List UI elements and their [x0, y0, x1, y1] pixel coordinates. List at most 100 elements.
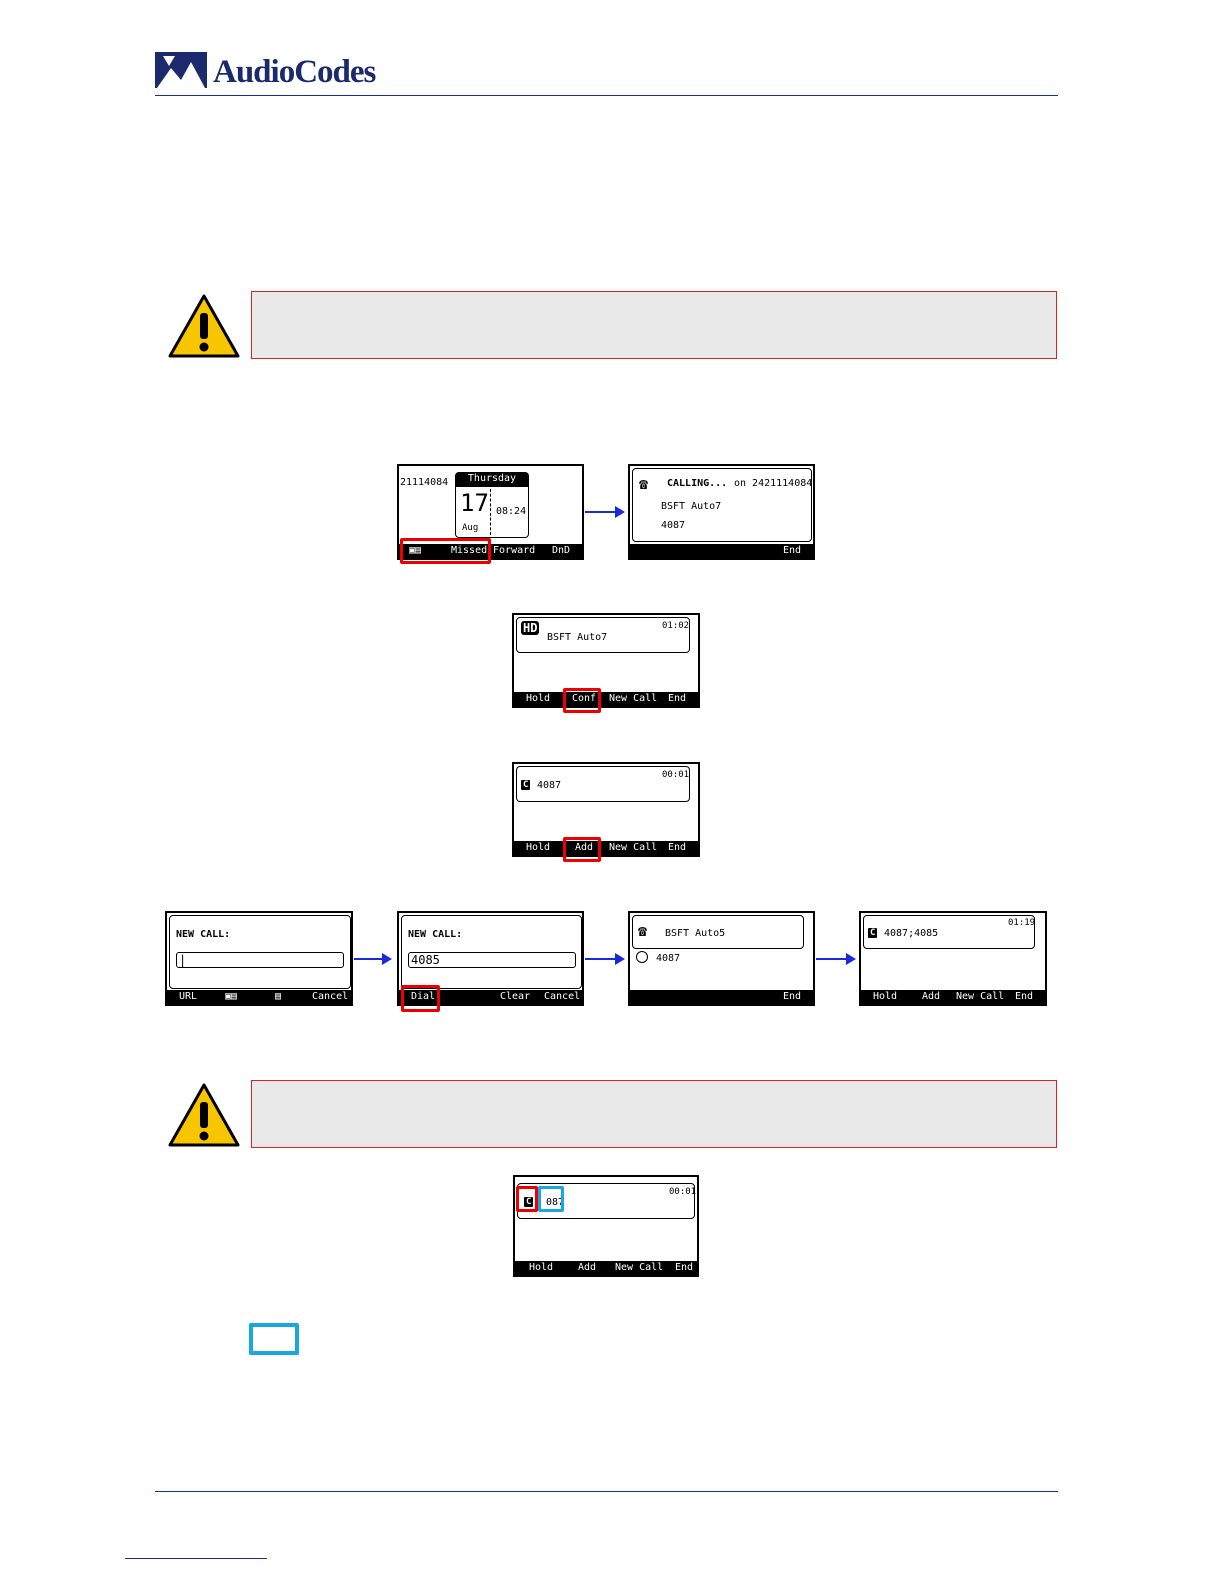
- softkey-cancel[interactable]: Cancel: [312, 991, 349, 1002]
- softkey-new-call[interactable]: New Call: [609, 842, 658, 853]
- conference-ext: 087: [546, 1197, 565, 1208]
- text-cursor: |: [179, 953, 187, 967]
- phone-screen-new-call-dialed: NEW CALL: 4085 Dial Clear Cancel: [397, 911, 584, 1006]
- header-rule: [155, 95, 1058, 96]
- call-timer: 01:19: [1008, 918, 1036, 928]
- phone-screen-idle: 21114084 Thursday 17 Aug 08:24 ▣▤ Missed…: [397, 464, 584, 560]
- number-input[interactable]: |: [176, 952, 344, 968]
- softkey-clear[interactable]: Clear: [500, 991, 531, 1002]
- phone-screen-active-call: HD BSFT Auto7 01:02 Hold Conf New Call E…: [512, 613, 700, 708]
- call-panel: C 4087 00:01: [516, 766, 690, 802]
- phone-call-icon: ☎: [639, 475, 649, 493]
- calling-on-number: on 2421114084: [734, 478, 813, 489]
- conference-badge-icon: C: [868, 928, 878, 938]
- flow-arrow: [354, 953, 392, 965]
- softkey-end[interactable]: End: [783, 545, 802, 556]
- held-call-circle-icon: [636, 951, 648, 963]
- callee-name: BSFT Auto7: [661, 501, 722, 512]
- softkey-new-call[interactable]: New Call: [609, 693, 658, 704]
- held-ext: 4087: [656, 953, 681, 964]
- softkey-end[interactable]: End: [783, 991, 802, 1002]
- call-panel: ☎ CALLING... on 2421114084 BSFT Auto7 40…: [632, 468, 812, 542]
- softkey-end[interactable]: End: [675, 1262, 694, 1273]
- softkey-bar: Hold Add New Call End: [514, 841, 698, 855]
- softkey-forward[interactable]: Forward: [493, 545, 536, 556]
- highlight-add: [563, 837, 601, 862]
- callee-name: BSFT Auto7: [547, 632, 608, 643]
- warning-icon: [168, 294, 240, 358]
- softkey-bar: Hold Conf New Call End: [514, 692, 698, 706]
- call-panel: C 4087;4085 01:19: [863, 915, 1035, 949]
- softkey-end[interactable]: End: [668, 693, 687, 704]
- softkey-missed[interactable]: Missed: [451, 545, 488, 556]
- footer-short-rule: [125, 1558, 267, 1559]
- phone-number: 21114084: [400, 477, 449, 488]
- day-label: Thursday: [456, 473, 528, 487]
- conference-badge-icon: C: [521, 780, 531, 790]
- new-call-panel: NEW CALL: 4085: [401, 915, 582, 989]
- highlight-missed: [400, 538, 491, 564]
- call-panel: C 087 00:01: [517, 1183, 696, 1219]
- directory-icon[interactable]: ▣▤: [225, 991, 238, 1002]
- note-box: [251, 1080, 1057, 1148]
- new-call-title: NEW CALL:: [176, 929, 231, 940]
- audiocodes-logo-icon: [155, 52, 207, 88]
- date-widget: Thursday 17 Aug 08:24: [455, 472, 529, 538]
- phone-screen-conference: C 4087 00:01 Hold Add New Call End: [512, 762, 700, 857]
- softkey-new-call[interactable]: New Call: [956, 991, 1005, 1002]
- phone-screen-conference-detail: C 087 00:01 Hold Add New Call End: [513, 1175, 699, 1277]
- softkey-add[interactable]: Add: [575, 842, 594, 853]
- softkey-hold[interactable]: Hold: [526, 693, 551, 704]
- call-panel: ☎ BSFT Auto5: [632, 915, 804, 949]
- number-input[interactable]: 4085: [408, 952, 576, 968]
- conference-ext: 4087;4085: [884, 928, 939, 939]
- softkey-hold[interactable]: Hold: [873, 991, 898, 1002]
- directory-icon[interactable]: ▣▤: [409, 545, 422, 556]
- softkey-hold[interactable]: Hold: [529, 1262, 554, 1273]
- softkey-url[interactable]: URL: [179, 991, 198, 1002]
- callee-name: BSFT Auto5: [665, 928, 726, 939]
- highlight-conference-member: [538, 1186, 564, 1212]
- call-timer: 00:01: [662, 770, 690, 780]
- new-call-panel: NEW CALL: |: [169, 915, 351, 989]
- phone-screen-calling: ☎ CALLING... on 2421114084 BSFT Auto7 40…: [628, 464, 815, 560]
- softkey-bar: End: [630, 544, 813, 558]
- softkey-dnd[interactable]: DnD: [552, 545, 571, 556]
- callee-ext: 4087: [661, 520, 686, 531]
- softkey-new-call[interactable]: New Call: [615, 1262, 664, 1273]
- flow-arrow: [585, 953, 625, 965]
- footer-rule: [155, 1491, 1058, 1492]
- hd-audio-icon: HD: [521, 621, 540, 635]
- brand-name: AudioCodes: [213, 54, 376, 90]
- softkey-hold[interactable]: Hold: [526, 842, 551, 853]
- softkey-bar: End: [630, 990, 813, 1004]
- phone-screen-conference-joined: C 4087;4085 01:19 Hold Add New Call End: [859, 911, 1047, 1006]
- flow-arrow: [816, 953, 856, 965]
- menu-list-icon[interactable]: ▤: [275, 991, 282, 1002]
- softkey-cancel[interactable]: Cancel: [544, 991, 581, 1002]
- softkey-dial[interactable]: Dial: [411, 991, 436, 1002]
- date-number: 17: [460, 489, 489, 517]
- time-label: 08:24: [496, 506, 527, 517]
- softkey-add[interactable]: Add: [922, 991, 941, 1002]
- phone-screen-calling-second: ☎ BSFT Auto5 4087 End: [628, 911, 815, 1006]
- softkey-bar: Hold Add New Call End: [515, 1261, 697, 1275]
- warning-icon: [168, 1083, 240, 1147]
- highlight-dial: [401, 985, 440, 1012]
- month-label: Aug: [462, 523, 479, 533]
- conference-badge-icon: C: [524, 1197, 534, 1207]
- softkey-end[interactable]: End: [1015, 991, 1034, 1002]
- softkey-end[interactable]: End: [668, 842, 687, 853]
- phone-screen-new-call-empty: NEW CALL: | URL ▣▤ ▤ Cancel: [165, 911, 353, 1006]
- softkey-bar: Dial Clear Cancel: [399, 990, 582, 1004]
- softkey-bar: Hold Add New Call End: [861, 990, 1045, 1004]
- highlight-conf: [563, 688, 601, 713]
- softkey-conf[interactable]: Conf: [572, 693, 597, 704]
- audiocodes-logo: AudioCodes: [155, 50, 395, 94]
- call-timer: 01:02: [662, 621, 690, 631]
- legend-cyan-box: [249, 1323, 299, 1355]
- new-call-title: NEW CALL:: [408, 929, 463, 940]
- softkey-add[interactable]: Add: [578, 1262, 597, 1273]
- calling-status: CALLING...: [667, 478, 728, 489]
- note-box: [251, 291, 1057, 359]
